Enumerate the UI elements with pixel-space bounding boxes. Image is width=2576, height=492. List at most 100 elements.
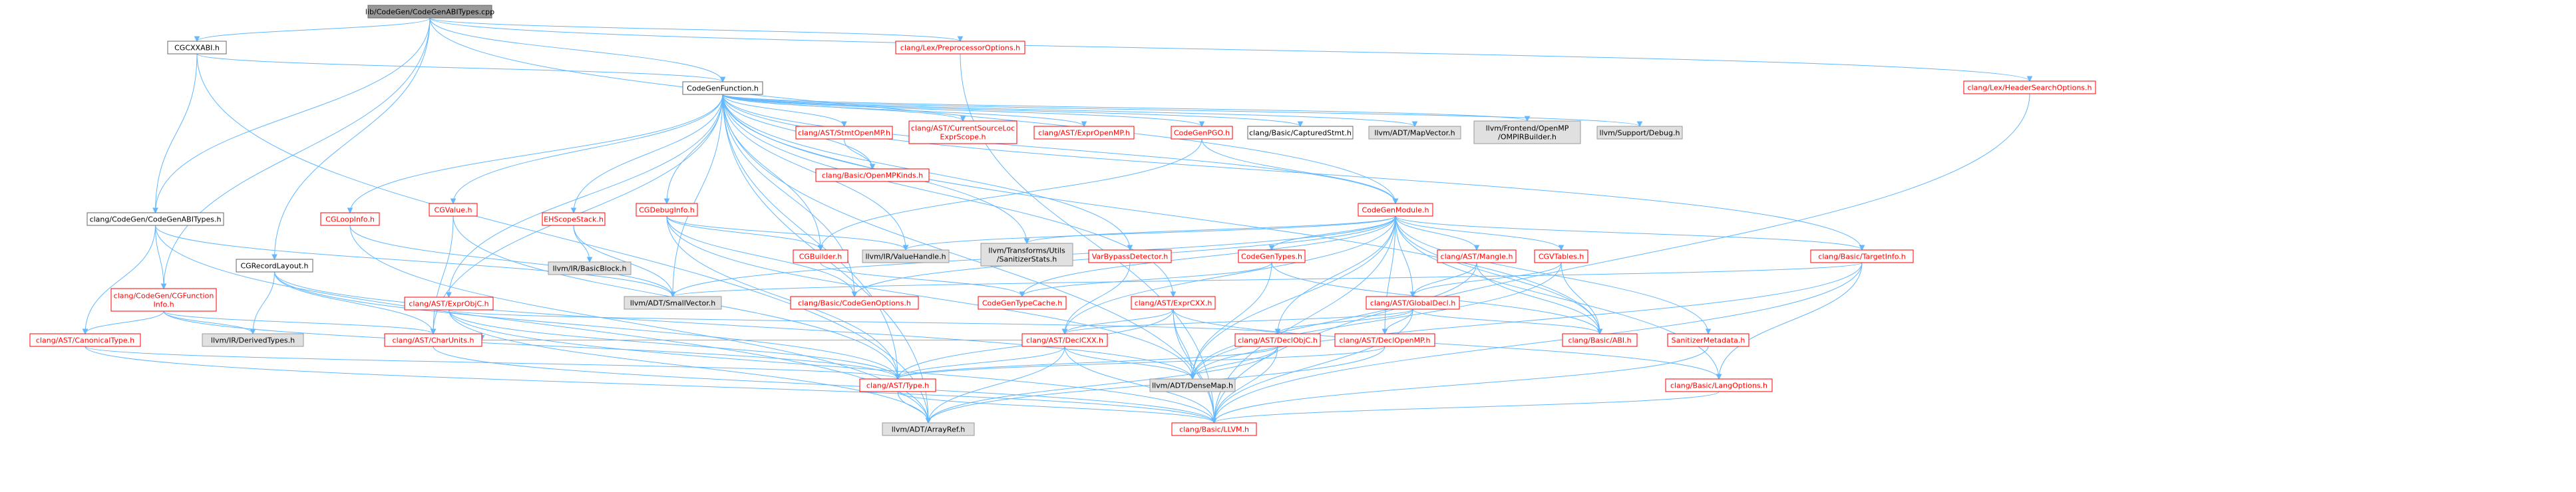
- node-llvmh[interactable]: clang/Basic/LLVM.h: [1171, 422, 1257, 436]
- node-ompkinds[interactable]: clang/Basic/OpenMPKinds.h: [815, 168, 930, 182]
- arrowhead-root-to-cgrecord: [272, 254, 277, 261]
- edge-cgvtables-to-densemap: [1192, 262, 1562, 380]
- node-abitypes[interactable]: clang/CodeGen/CodeGenABITypes.h: [87, 212, 224, 226]
- arrowhead-cgf-to-cgpgo: [1198, 121, 1205, 128]
- node-cgtypes[interactable]: CodeGenTypes.h: [1238, 249, 1306, 263]
- edge-declobjc-to-densemap: [1192, 346, 1278, 380]
- node-label: llvm/ADT/MapVector.h: [1374, 129, 1455, 138]
- node-label: clang/AST/CurrentSourceLoc: [911, 124, 1015, 133]
- node-sanmeta[interactable]: SanitizerMetadata.h: [1667, 333, 1749, 347]
- arrowhead-globaldecl-to-abih: [1596, 328, 1603, 335]
- node-box: [980, 243, 1073, 267]
- node-cgbuilder[interactable]: CGBuilder.h: [793, 249, 848, 263]
- edge-declomp-to-asttype: [897, 346, 1385, 380]
- node-label: clang/Lex/PreprocessorOptions.h: [900, 44, 1020, 53]
- node-label: clang/Basic/CapturedStmt.h: [1249, 129, 1352, 138]
- node-globaldecl[interactable]: clang/AST/GlobalDecl.h: [1366, 296, 1460, 310]
- edge-stmtomp-to-ompkinds: [844, 138, 873, 170]
- node-label: CodeGenTypeCache.h: [982, 299, 1062, 308]
- node-label: /SanitizerStats.h: [997, 255, 1057, 264]
- arrowhead-cgfinfo-to-canon: [82, 328, 89, 335]
- node-hsopts[interactable]: clang/Lex/HeaderSearchOptions.h: [1963, 80, 2096, 94]
- arrowhead-root-to-hsopts: [2026, 76, 2033, 82]
- node-abih[interactable]: clang/Basic/ABI.h: [1562, 333, 1638, 347]
- node-cgtypecache[interactable]: CodeGenTypeCache.h: [978, 296, 1067, 310]
- node-exprobjc[interactable]: clang/AST/ExprObjC.h: [404, 297, 494, 310]
- edge-cgm-to-targetinfo: [1395, 215, 1863, 251]
- edge-cgvtables-to-globaldecl: [1412, 262, 1562, 297]
- node-debugh: llvm/Support/Debug.h: [1596, 126, 1683, 140]
- node-cgvalue[interactable]: CGValue.h: [429, 203, 478, 217]
- edge-cgf-to-mapvector: [722, 94, 1415, 127]
- arrowhead-cgf-to-ompirb: [1524, 116, 1531, 122]
- node-cgdebug[interactable]: CGDebugInfo.h: [636, 203, 698, 217]
- node-cgcxxabi[interactable]: CGCXXABI.h: [167, 41, 227, 55]
- arrowhead-globaldecl-to-declobjc: [1274, 328, 1281, 335]
- node-cgvtables[interactable]: CGVTables.h: [1534, 249, 1588, 263]
- arrowhead-cgf-to-exprcxx: [1170, 291, 1177, 298]
- node-label: clang/Basic/ABI.h: [1568, 336, 1631, 345]
- node-langopts[interactable]: clang/Basic/LangOptions.h: [1665, 378, 1773, 392]
- node-expromp[interactable]: clang/AST/ExprOpenMP.h: [1033, 126, 1135, 140]
- node-cgm[interactable]: CodeGenModule.h: [1358, 203, 1433, 217]
- arrowhead-exprcxx-to-langopts: [1716, 374, 1722, 380]
- node-label: CGDebugInfo.h: [639, 206, 695, 215]
- edge-cgrecord-to-asttype: [274, 271, 898, 380]
- node-root[interactable]: lib/CodeGen/CodeGenABITypes.cpp: [365, 5, 494, 19]
- arrowhead-cgrecord-to-derived: [250, 328, 256, 335]
- edge-declobjc-to-asttype: [897, 346, 1278, 380]
- node-label: EHScopeStack.h: [544, 215, 604, 224]
- node-cgpgo[interactable]: CodeGenPGO.h: [1171, 126, 1233, 140]
- edge-cgf-to-ompirb: [722, 94, 1528, 122]
- edge-mangle-to-abih: [1476, 262, 1600, 334]
- node-targetinfo[interactable]: clang/Basic/TargetInfo.h: [1810, 249, 1914, 263]
- edge-cgf-to-cgvalue: [453, 94, 723, 204]
- node-cgrecord[interactable]: CGRecordLayout.h: [236, 259, 313, 273]
- node-label: VarBypassDetector.h: [1092, 253, 1169, 261]
- node-stmtomp[interactable]: clang/AST/StmtOpenMP.h: [795, 126, 893, 140]
- edge-targetinfo-to-llvmh: [1214, 262, 1863, 424]
- edge-cgf-to-expromp: [722, 94, 1085, 127]
- node-label: CodeGenFunction.h: [687, 84, 759, 93]
- node-canon[interactable]: clang/AST/CanonicalType.h: [29, 333, 141, 347]
- node-box: [1810, 249, 1914, 263]
- node-charunits[interactable]: clang/AST/CharUnits.h: [384, 333, 482, 347]
- node-cgloop[interactable]: CGLoopInfo.h: [320, 212, 380, 226]
- node-label: llvm/ADT/DenseMap.h: [1152, 382, 1233, 390]
- node-declomp[interactable]: clang/AST/DeclOpenMP.h: [1334, 333, 1435, 347]
- node-box: [793, 249, 848, 263]
- node-label: CGBuilder.h: [799, 253, 842, 261]
- node-box: [636, 203, 698, 217]
- node-box: [87, 212, 224, 226]
- arrowhead-cgm-to-cgtypes: [1268, 245, 1275, 251]
- node-box: [1665, 378, 1773, 392]
- edge-cgfinfo-to-asttype: [163, 310, 898, 380]
- arrowhead-cgm-to-sanmeta: [1705, 328, 1712, 335]
- node-box: [895, 41, 1025, 55]
- arrowhead-root-to-cgcxxabi: [194, 36, 200, 43]
- node-cgf[interactable]: CodeGenFunction.h: [682, 81, 763, 95]
- node-label: clang/AST/DeclObjC.h: [1238, 336, 1318, 345]
- edge-cgm-to-abih: [1395, 215, 1600, 334]
- node-declcxx[interactable]: clang/AST/DeclCXX.h: [1021, 333, 1108, 347]
- node-varbypass[interactable]: VarBypassDetector.h: [1088, 249, 1172, 263]
- node-label: clang/AST/DeclCXX.h: [1026, 336, 1103, 345]
- edge-cgm-to-cgtypecache: [1021, 215, 1396, 297]
- edge-cgf-to-captured: [722, 94, 1301, 127]
- node-box: [167, 41, 227, 55]
- node-captured[interactable]: clang/Basic/CapturedStmt.h: [1247, 126, 1354, 140]
- arrowhead-declomp-to-asttype: [894, 374, 901, 380]
- arrowhead-cgf-to-cgloop: [347, 207, 353, 214]
- node-mangle[interactable]: clang/AST/Mangle.h: [1437, 249, 1517, 263]
- node-cgopts[interactable]: clang/Basic/CodeGenOptions.h: [790, 296, 919, 310]
- node-label: CodeGenModule.h: [1362, 206, 1429, 215]
- node-ppopts[interactable]: clang/Lex/PreprocessorOptions.h: [895, 41, 1025, 55]
- node-exprcxx[interactable]: clang/AST/ExprCXX.h: [1131, 296, 1216, 310]
- node-declobjc[interactable]: clang/AST/DeclObjC.h: [1234, 333, 1321, 347]
- node-label: clang/AST/CharUnits.h: [393, 336, 474, 345]
- node-asttype[interactable]: clang/AST/Type.h: [859, 378, 936, 392]
- node-ehscope[interactable]: EHScopeStack.h: [542, 212, 606, 226]
- edge-cgm-to-valuehandle: [905, 215, 1396, 251]
